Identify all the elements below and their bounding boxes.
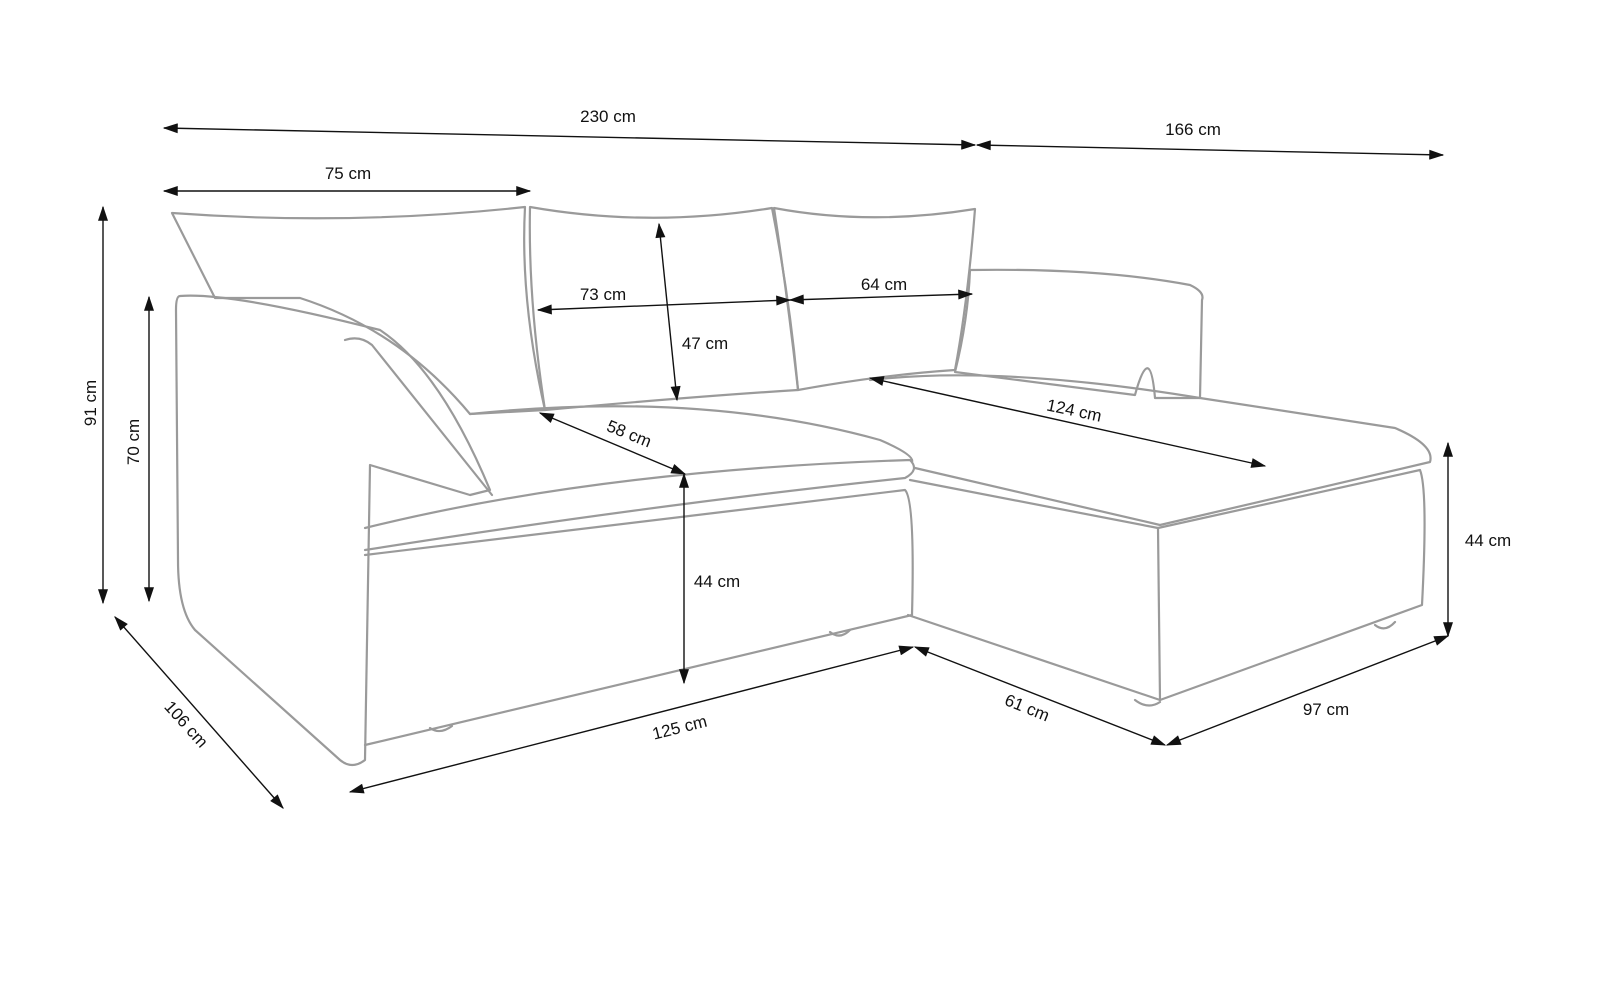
dim-line-125 (348, 645, 915, 794)
dim-line-97 (1165, 635, 1450, 746)
chaise-base-edge (1156, 526, 1162, 702)
label-44-chaise: 44 cm (1465, 531, 1511, 550)
dim-line-230 (162, 123, 977, 150)
label-47: 47 cm (682, 334, 728, 353)
label-230: 230 cm (580, 107, 636, 126)
main-base (363, 488, 914, 747)
sofa-outline (170, 205, 1432, 767)
label-73: 73 cm (580, 285, 626, 304)
label-58: 58 cm (604, 416, 654, 451)
dim-line-166 (975, 140, 1445, 160)
label-75: 75 cm (325, 164, 371, 183)
chaise-seat (868, 374, 1432, 527)
label-125: 125 cm (650, 712, 709, 744)
dimension-labels: 230 cm 166 cm 75 cm 91 cm 70 cm 73 cm 64… (81, 107, 1511, 751)
dim-line-61 (913, 646, 1167, 746)
label-106: 106 cm (160, 697, 211, 751)
dim-line-58 (538, 412, 687, 475)
label-166: 166 cm (1165, 120, 1221, 139)
label-64: 64 cm (861, 275, 907, 294)
main-seat-top (468, 405, 914, 464)
dim-line-64 (788, 289, 974, 305)
label-44-main: 44 cm (694, 572, 740, 591)
dim-line-73 (536, 295, 792, 315)
label-124: 124 cm (1045, 396, 1103, 426)
dim-line-47 (655, 222, 681, 402)
label-70: 70 cm (124, 419, 143, 465)
dim-line-106 (114, 616, 284, 809)
label-61: 61 cm (1002, 690, 1052, 725)
label-97: 97 cm (1303, 700, 1349, 719)
left-back-cushion (170, 205, 547, 416)
feet (428, 620, 1397, 733)
main-seat (363, 458, 916, 552)
left-armrest (174, 294, 492, 767)
chaise-base (906, 468, 1426, 702)
dimension-lines (98, 123, 1453, 809)
armrest-edge (343, 337, 494, 497)
chaise-armrest (953, 268, 1204, 400)
label-91: 91 cm (81, 380, 100, 426)
dim-line-124 (868, 376, 1267, 468)
